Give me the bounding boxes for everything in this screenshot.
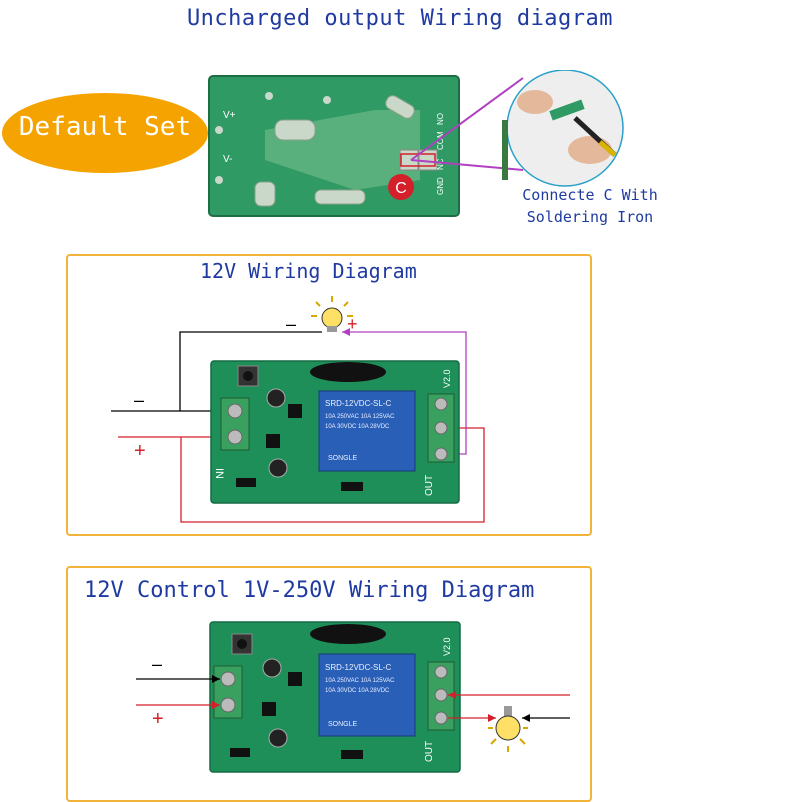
panel1-in-label: IN: [213, 468, 225, 479]
panel1-diagram: – + – + SRD-12VDC-SL-C 10A 250VAC 10A 12…: [111, 296, 485, 523]
solder-photo-circle: [506, 70, 624, 187]
panel2-minus: –: [152, 654, 162, 674]
panel1-relay-rating1: 10A 250VAC 10A 125VAC: [325, 414, 395, 420]
c-marker-label: C: [395, 180, 407, 197]
solder-note: Connecte C With Soldering Iron: [500, 184, 680, 228]
panel1-title: 12V Wiring Diagram: [200, 259, 417, 283]
default-set-oval: [2, 93, 208, 173]
panel1-bulb-minus: –: [286, 314, 296, 334]
vplus-label: V+: [223, 110, 236, 121]
panel1-plus: +: [134, 440, 146, 462]
panel2-relay-brand: SONGLE: [328, 721, 358, 728]
pointer-line-top: [410, 77, 524, 161]
nc-label: NC: [436, 158, 445, 170]
panel2-relay-board: SRD-12VDC-SL-C 10A 250VAC 10A 125VAC 10A…: [209, 621, 461, 773]
panel2-version-label: V2.0: [442, 637, 452, 656]
no-label: NO: [436, 113, 445, 125]
default-set-label: Default Set: [18, 112, 192, 142]
solder-note-line1: Connecte C With: [522, 186, 658, 204]
panel1-black-wire: [111, 331, 322, 412]
vminus-label: V-: [223, 154, 232, 165]
panel2-plus: +: [152, 708, 164, 730]
com-label: COM: [436, 131, 445, 150]
panel2-relay-model: SRD-12VDC-SL-C: [325, 663, 391, 672]
panel1-relay: [318, 390, 416, 472]
panel1-bulb-icon: [311, 296, 353, 332]
panel1-version-label: V2.0: [442, 369, 452, 388]
panel2-title: 12V Control 1V-250V Wiring Diagram: [84, 578, 535, 603]
panel1-capacitor: [266, 388, 286, 408]
panel1-relay-board: SRD-12VDC-SL-C 10A 250VAC 10A 125VAC 10A…: [210, 360, 460, 504]
panel1-red-loop-wire: [180, 427, 485, 523]
panel2-out-label: OUT: [424, 741, 435, 762]
panel2-antenna-coil: [310, 624, 386, 644]
panel1-out-label: OUT: [424, 475, 435, 496]
gnd-label: GND: [436, 177, 445, 195]
panel1-relay-rating2: 10A 30VDC 10A 28VDC: [325, 424, 390, 430]
c-marker: [388, 174, 414, 200]
solder-note-line2: Soldering Iron: [526, 208, 654, 226]
panel2-diagram: SRD-12VDC-SL-C 10A 250VAC 10A 125VAC 10A…: [136, 621, 570, 773]
page-title: Uncharged output Wiring diagram: [186, 6, 614, 31]
panel2-relay: [318, 653, 416, 737]
panel1-relay-brand: SONGLE: [328, 455, 358, 462]
panel2-bulb-icon: [488, 706, 528, 752]
top-board-diagram: V+ V- NO COM NC GND C: [208, 70, 624, 217]
panel1-relay-model: SRD-12VDC-SL-C: [325, 399, 391, 408]
panel2-capacitor: [262, 658, 282, 678]
panel2-relay-rating1: 10A 250VAC 10A 125VAC: [325, 678, 395, 684]
panel1-antenna-coil: [310, 362, 386, 382]
panel1-minus: –: [134, 390, 144, 410]
panel1-bulb-plus: +: [347, 314, 358, 334]
panel2-relay-rating2: 10A 30VDC 10A 28VDC: [325, 688, 390, 694]
